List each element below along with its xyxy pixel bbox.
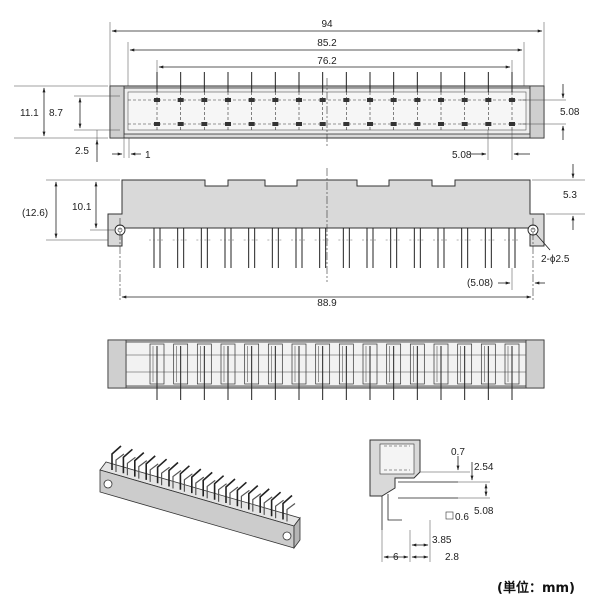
iso-pin bbox=[206, 479, 216, 499]
dim-body-length: 85.2 bbox=[317, 38, 337, 49]
iso-pin bbox=[213, 475, 225, 500]
top-contact bbox=[414, 98, 421, 102]
dim-profile-d4: 5.08 bbox=[474, 506, 494, 517]
iso-pin bbox=[115, 453, 125, 472]
dim-profile-d3: 0.6 bbox=[455, 512, 469, 523]
dim-profile-d6: 6 bbox=[393, 552, 399, 563]
side-pin-group bbox=[149, 228, 520, 268]
iso-pin bbox=[183, 473, 193, 492]
iso-pin bbox=[275, 499, 284, 519]
top-contact bbox=[367, 98, 373, 102]
iso-pin bbox=[138, 460, 148, 479]
top-contact bbox=[154, 98, 160, 102]
iso-pin bbox=[161, 466, 170, 486]
iso-pin bbox=[248, 485, 259, 510]
dim-height-total: 11.1 bbox=[20, 108, 39, 119]
dim-end-pitch: (5.08) bbox=[467, 278, 493, 289]
dim-hole-spec: 2-ϕ2.5 bbox=[541, 254, 570, 265]
top-contact bbox=[272, 122, 279, 126]
iso-pin bbox=[282, 494, 293, 520]
top-contact bbox=[296, 122, 302, 126]
top-contact bbox=[438, 122, 444, 126]
iso-pin bbox=[229, 486, 239, 505]
dim-height-inner: 8.7 bbox=[49, 108, 63, 119]
iso-pin bbox=[172, 470, 182, 489]
dim-profile-d5: 3.85 bbox=[432, 535, 452, 546]
top-contact bbox=[272, 98, 279, 102]
top-contact bbox=[201, 98, 208, 102]
iso-pin bbox=[236, 481, 247, 507]
top-contact bbox=[154, 122, 160, 126]
top-contact bbox=[390, 122, 397, 126]
dim-overall-length: 94 bbox=[321, 19, 333, 30]
dim-profile-d2: 2.54 bbox=[474, 462, 494, 473]
top-contact bbox=[343, 122, 350, 126]
iso-pin bbox=[111, 445, 122, 470]
top-contact bbox=[177, 98, 184, 102]
iso-pin bbox=[122, 448, 133, 474]
dim-height-mount: 10.1 bbox=[72, 202, 92, 213]
dim-profile-d7: 2.8 bbox=[445, 552, 459, 563]
dim-height-ref: (12.6) bbox=[22, 208, 48, 219]
dim-top-step: 5.3 bbox=[563, 190, 577, 201]
side-view: (12.6) 10.1 5.3 2-ϕ2.5 (5.08) 88.9 bbox=[22, 164, 585, 309]
iso-pin bbox=[218, 483, 227, 502]
top-contact bbox=[296, 98, 302, 102]
iso-pin bbox=[252, 493, 262, 512]
iso-view bbox=[99, 445, 301, 550]
top-contact bbox=[201, 122, 208, 126]
dim-hole-span: 88.9 bbox=[317, 298, 337, 309]
top-contact bbox=[225, 122, 231, 126]
iso-pin-group bbox=[111, 445, 296, 522]
dim-offset-left: 2.5 bbox=[75, 146, 89, 157]
iso-pin bbox=[156, 458, 168, 484]
top-contact bbox=[438, 98, 444, 102]
iso-pin bbox=[259, 488, 270, 513]
top-contact bbox=[319, 122, 326, 126]
top-contact bbox=[390, 98, 397, 102]
iso-pin bbox=[225, 478, 236, 503]
iso-pin bbox=[286, 503, 296, 522]
iso-pin bbox=[202, 471, 213, 497]
iso-pin bbox=[149, 463, 159, 482]
iso-pin bbox=[134, 452, 145, 477]
iso-pin bbox=[191, 468, 202, 494]
iso-pin bbox=[263, 496, 273, 515]
profile-view: 0.7 2.54 5.08 0.6 3.85 6 2.8 bbox=[369, 439, 494, 563]
top-contact bbox=[461, 122, 468, 126]
hole-leader bbox=[535, 233, 551, 251]
iso-pin bbox=[270, 491, 282, 517]
dim-pin-pitch: 5.08 bbox=[452, 150, 472, 161]
iso-pin bbox=[179, 465, 190, 490]
front-pin-group bbox=[149, 343, 520, 400]
iso-pin bbox=[145, 455, 156, 480]
iso-pin bbox=[168, 461, 179, 487]
top-contact bbox=[248, 122, 255, 126]
dim-offset-small: 1 bbox=[145, 150, 151, 161]
top-contact bbox=[461, 98, 468, 102]
dim-row-pitch: 5.08 bbox=[560, 107, 580, 118]
iso-pin bbox=[240, 489, 250, 509]
top-contact bbox=[509, 98, 515, 102]
unit-label: (単位：mm) bbox=[497, 580, 575, 596]
top-view: 94 85.2 76.2 11.1 8.7 2.5 1 bbox=[14, 19, 580, 162]
iso-pin bbox=[126, 456, 136, 476]
top-contact bbox=[509, 122, 515, 126]
front-view bbox=[107, 339, 545, 400]
top-contact bbox=[225, 98, 231, 102]
dim-pin-span: 76.2 bbox=[317, 56, 337, 67]
top-contact bbox=[248, 98, 255, 102]
iso-pin bbox=[195, 476, 205, 496]
top-contact bbox=[485, 122, 492, 126]
dim-profile-d1: 0.7 bbox=[451, 447, 465, 458]
top-contact bbox=[177, 122, 184, 126]
top-contact bbox=[485, 98, 492, 102]
top-contact bbox=[367, 122, 373, 126]
top-contact bbox=[414, 122, 421, 126]
top-contact bbox=[319, 98, 326, 102]
top-contact bbox=[343, 98, 350, 102]
top-pin-group bbox=[154, 72, 515, 132]
